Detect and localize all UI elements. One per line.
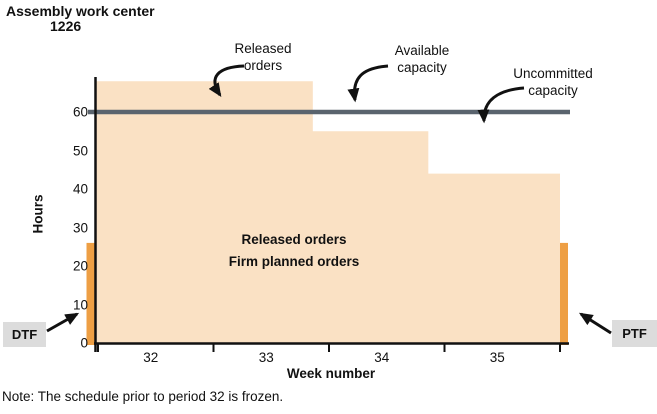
- released-orders-arrow: [208, 64, 245, 97]
- load-area-label: Released orders Firm planned orders: [229, 229, 360, 273]
- y-tick-label-0: 0: [80, 335, 88, 351]
- x-tick-label-34: 34: [374, 350, 390, 365]
- available-capacity-arrow: [347, 64, 389, 103]
- footnote: Note: The schedule prior to period 32 is…: [2, 389, 284, 404]
- uncommitted-capacity-callout: Uncommitted capacity: [513, 65, 593, 99]
- dtf-pointer-arrow: [46, 312, 80, 333]
- available-capacity-callout-line1: Available: [394, 43, 450, 58]
- chart-title-line2: 1226: [50, 18, 82, 34]
- uncommitted-capacity-callout-line1: Uncommitted: [513, 66, 593, 81]
- uncommitted-capacity-callout-line2: capacity: [528, 83, 578, 98]
- released-orders-callout: Released orders: [234, 40, 291, 74]
- dtf-label: DTF: [11, 327, 38, 342]
- uncommitted-capacity-arrow: [477, 86, 525, 124]
- y-tick-label-60: 60: [72, 104, 88, 120]
- y-tick-label-40: 40: [72, 181, 88, 197]
- chart-title-line1: Assembly work center: [6, 3, 155, 19]
- x-axis-ticks: [97, 344, 561, 352]
- dtf-fence-bar: [86, 242, 95, 345]
- ptf-label: PTF: [622, 326, 647, 341]
- y-tick-label-50: 50: [72, 143, 88, 158]
- available-capacity-callout: Available capacity: [395, 42, 450, 76]
- ptf-pointer-arrow: [578, 312, 612, 335]
- released-orders-callout-line1: Released: [234, 41, 292, 56]
- y-tick-label-30: 30: [72, 220, 88, 235]
- load-area-label-line1: Released orders: [241, 232, 347, 247]
- y-axis-title: Hours: [30, 194, 46, 234]
- ptf-fence-bar: [560, 242, 568, 345]
- y-tick-label-20: 20: [72, 258, 88, 274]
- x-tick-label-32: 32: [143, 350, 159, 365]
- load-area-shape: [96, 81, 560, 343]
- x-tick-label-35: 35: [489, 350, 505, 365]
- x-axis-title: Week number: [286, 366, 376, 381]
- dtf-label-box: DTF: [3, 322, 46, 347]
- ptf-label-box: PTF: [612, 320, 657, 347]
- load-area-label-line2: Firm planned orders: [228, 254, 360, 269]
- x-tick-label-33: 33: [258, 350, 274, 365]
- available-capacity-callout-line2: capacity: [397, 60, 447, 75]
- released-orders-callout-line2: orders: [243, 58, 283, 73]
- y-tick-label-10: 10: [72, 297, 88, 312]
